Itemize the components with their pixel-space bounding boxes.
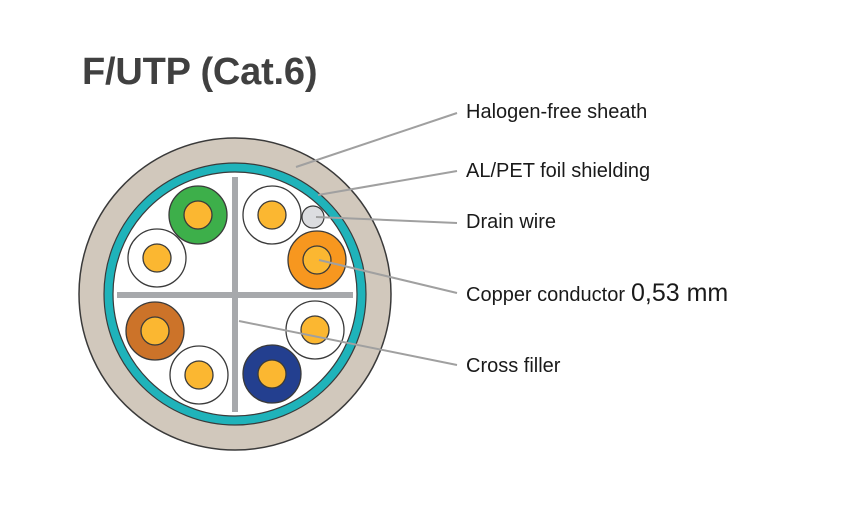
copper-core [257, 359, 287, 389]
label-sheath: Halogen-free sheath [466, 102, 647, 122]
wire-white-brown [169, 345, 229, 405]
label-filler-text: Cross filler [466, 355, 561, 377]
label-sheath-text: Halogen-free sheath [466, 101, 648, 123]
label-drain-text: Drain wire [466, 211, 557, 233]
copper-core [300, 315, 330, 345]
label-drain: Drain wire [466, 212, 556, 232]
label-foil: AL/PET foil shielding [466, 161, 650, 181]
leader-line-foil [317, 170, 458, 196]
leader-line-filler [238, 320, 458, 366]
copper-core [184, 360, 214, 390]
label-foil-text: AL/PET foil shielding [466, 160, 651, 182]
copper-core [257, 200, 287, 230]
label-conductor-text: Copper conductor [466, 284, 625, 306]
copper-core [183, 200, 213, 230]
wire-white-blue [285, 300, 345, 360]
wire-blue [242, 344, 302, 404]
copper-core [302, 245, 332, 275]
wire-green [168, 185, 228, 245]
wire-brown [125, 301, 185, 361]
leader-line-drain [315, 216, 458, 224]
label-filler: Cross filler [466, 356, 560, 376]
cross-filler-horizontal [117, 292, 353, 298]
wire-orange [287, 230, 347, 290]
leader-line-conductor [318, 259, 458, 294]
leader-line-sheath [295, 112, 458, 168]
copper-core [142, 243, 172, 273]
conductor-diameter-value: 0,53 mm [630, 279, 729, 307]
copper-core [140, 316, 170, 346]
wire-white-green [127, 228, 187, 288]
diagram-title: F/UTP (Cat.6) [82, 51, 318, 93]
wire-white-orange [242, 185, 302, 245]
